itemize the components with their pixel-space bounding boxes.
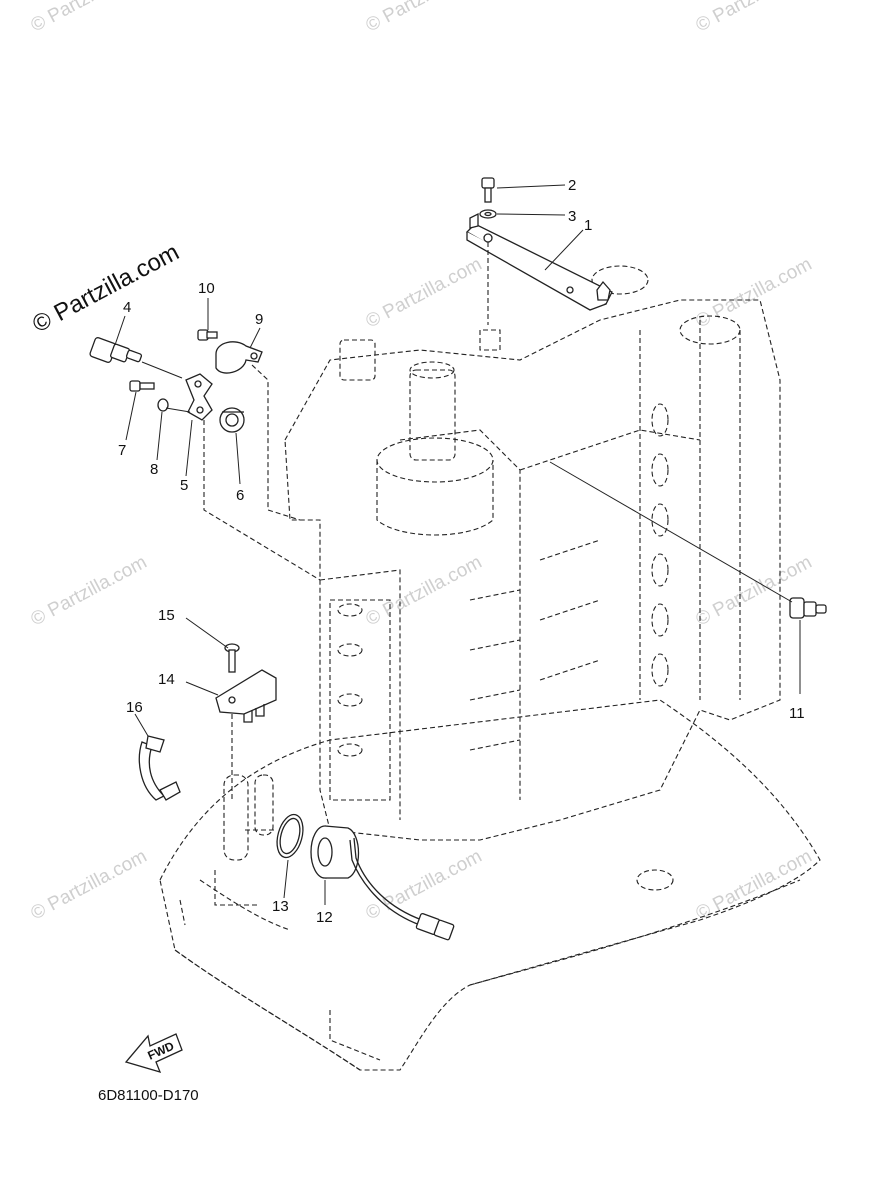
part-4-arrow [141, 361, 183, 379]
label-part-2: 2 [568, 177, 576, 194]
part-7-leader [125, 391, 137, 441]
part-3-washer[interactable] [479, 209, 497, 219]
part-3-leader [496, 213, 566, 216]
part-15-screw[interactable] [224, 643, 240, 673]
bottom-cowling [159, 699, 821, 1071]
part-11-sensor[interactable] [789, 597, 827, 619]
bracket-to-sensor [165, 407, 191, 413]
part-4-leader [114, 315, 126, 346]
part-6-leader [235, 432, 241, 485]
watermark-tile: © Partzilla.com [27, 552, 150, 631]
label-part-3: 3 [568, 208, 576, 225]
fwd-arrow-icon: FWD [124, 1033, 183, 1074]
watermark-tile: © Partzilla.com [362, 0, 485, 36]
part-1-leader [544, 229, 584, 271]
diagram-code: 6D81100-D170 [98, 1087, 199, 1104]
engine-block [284, 265, 781, 841]
part-5-bracket[interactable] [185, 373, 213, 421]
watermark-tile: © Partzilla.com [27, 846, 150, 925]
part-9-clamp[interactable] [215, 341, 263, 374]
watermark-tile: © Partzilla.com [362, 552, 485, 631]
watermark-tile: © Partzilla.com [27, 0, 150, 36]
watermark-tile: © Partzilla.com [362, 254, 485, 333]
brand-watermark: © Partzilla.com [28, 239, 183, 339]
part-4-sensor[interactable] [89, 337, 143, 363]
label-part-1: 1 [584, 217, 592, 234]
part-10-bolt[interactable] [197, 329, 218, 341]
watermark-tile: © Partzilla.com [692, 846, 815, 925]
label-part-12: 12 [316, 909, 333, 926]
part-11-leader [549, 461, 793, 603]
part-5-dashline [203, 420, 321, 581]
part-13-oring[interactable] [273, 812, 308, 861]
label-part-13: 13 [272, 898, 289, 915]
label-part-10: 10 [198, 280, 215, 297]
part-16-leader [134, 713, 149, 737]
part-14-leader [185, 681, 219, 696]
part-5-leader [185, 419, 193, 477]
watermark-tile: © Partzilla.com [692, 0, 815, 36]
label-part-8: 8 [150, 461, 158, 478]
label-part-4: 4 [123, 299, 131, 316]
part-7-screw[interactable] [129, 380, 155, 392]
label-part-16: 16 [126, 699, 143, 716]
part-16-clip[interactable] [138, 735, 181, 801]
label-part-5: 5 [180, 477, 188, 494]
part-1-plate[interactable] [465, 212, 613, 311]
part-8-leader [156, 411, 163, 461]
part-9-dashline [251, 364, 301, 521]
label-part-7: 7 [118, 442, 126, 459]
part-labels: 1 2 3 4 5 6 7 8 9 10 11 12 13 14 15 16 [118, 177, 805, 926]
label-part-15: 15 [158, 607, 175, 624]
label-part-6: 6 [236, 487, 244, 504]
part-13-leader [283, 859, 289, 899]
watermark-tile: © Partzilla.com [692, 254, 815, 333]
label-part-11: 11 [789, 705, 805, 722]
part-12-harness-grommet[interactable] [310, 825, 455, 941]
watermark-tile: © Partzilla.com [362, 846, 485, 925]
part-2-bolt[interactable] [481, 177, 495, 203]
part-2-leader [496, 184, 566, 189]
part-9-leader [249, 327, 261, 349]
label-part-14: 14 [158, 671, 175, 688]
part-14-holder[interactable] [215, 669, 277, 723]
part-6-grommet[interactable] [219, 407, 245, 433]
label-part-9: 9 [255, 311, 263, 328]
part-8-washer[interactable] [157, 398, 169, 412]
part-15-leader [185, 617, 229, 649]
